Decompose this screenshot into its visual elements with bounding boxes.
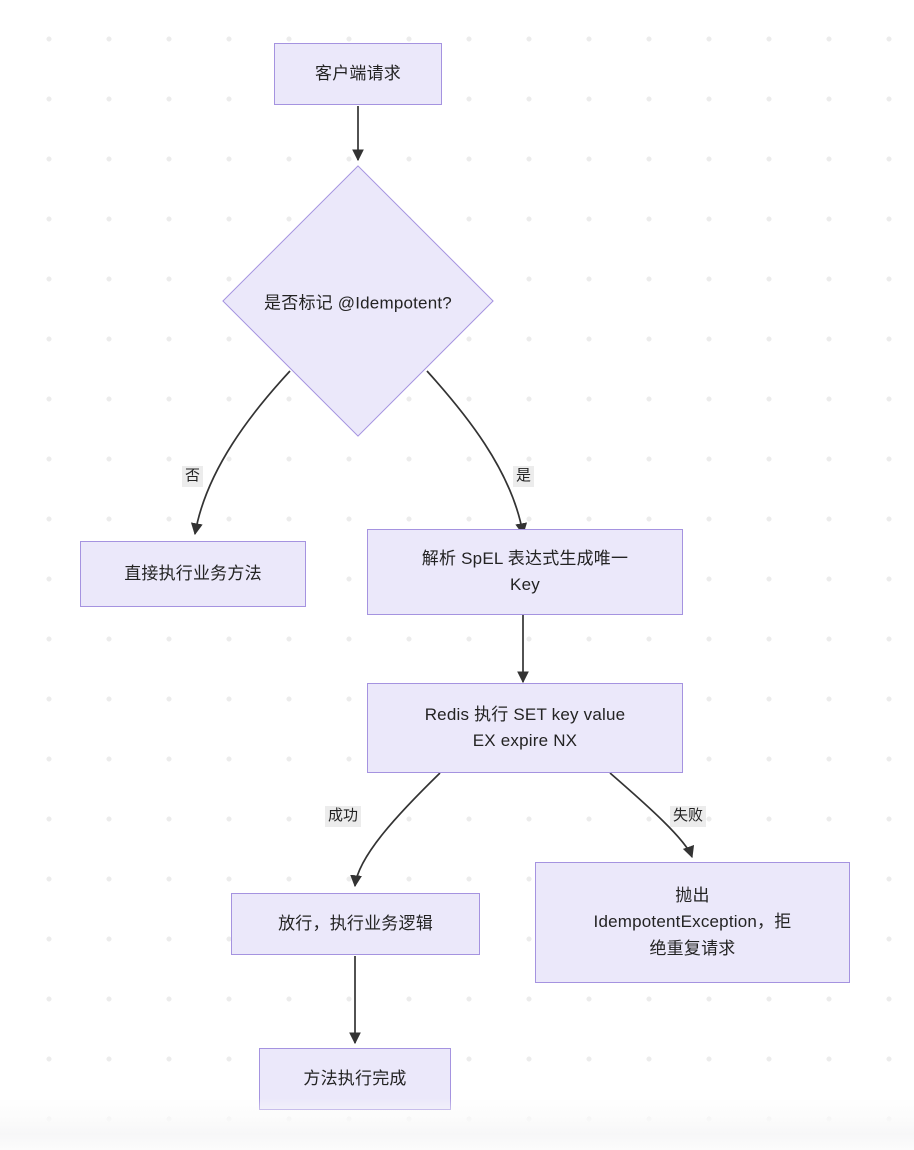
node-redis-set-nx-label: Redis 执行 SET key value EX expire NX [424, 704, 626, 750]
node-throw-idempotent-exception-label: 抛出 IdempotentException，拒 绝重复请求 [593, 885, 792, 958]
node-pass-execute-business-label: 放行，执行业务逻辑 [278, 913, 433, 933]
edge-decide-to-direct [190, 370, 291, 536]
node-method-complete-label: 方法执行完成 [303, 1068, 407, 1088]
node-pass-execute-business[interactable]: 放行，执行业务逻辑 [231, 893, 480, 955]
node-decision-idempotent[interactable]: 是否标记 @Idempotent? [222, 165, 494, 437]
node-decision-idempotent-label: 是否标记 @Idempotent? [264, 293, 452, 313]
edge-label-failure: 失败 [670, 806, 707, 827]
node-parse-spel-key[interactable]: 解析 SpEL 表达式生成唯一 Key [367, 529, 683, 615]
edge-label-yes: 是 [513, 466, 535, 487]
edge-redis-to-exception [609, 772, 695, 859]
node-method-complete[interactable]: 方法执行完成 [259, 1048, 451, 1110]
node-redis-set-nx[interactable]: Redis 执行 SET key value EX expire NX [367, 683, 683, 773]
node-direct-execute[interactable]: 直接执行业务方法 [80, 541, 306, 607]
edge-label-success: 成功 [325, 806, 362, 827]
node-parse-spel-key-label: 解析 SpEL 表达式生成唯一 Key [421, 548, 629, 594]
node-throw-idempotent-exception[interactable]: 抛出 IdempotentException，拒 绝重复请求 [535, 862, 850, 983]
edge-redis-to-pass [350, 772, 441, 888]
node-client-request-label: 客户端请求 [315, 63, 401, 83]
edge-label-no: 否 [182, 466, 204, 487]
edge-decide-to-spel [426, 370, 528, 536]
node-client-request[interactable]: 客户端请求 [274, 43, 442, 105]
node-direct-execute-label: 直接执行业务方法 [124, 563, 262, 583]
